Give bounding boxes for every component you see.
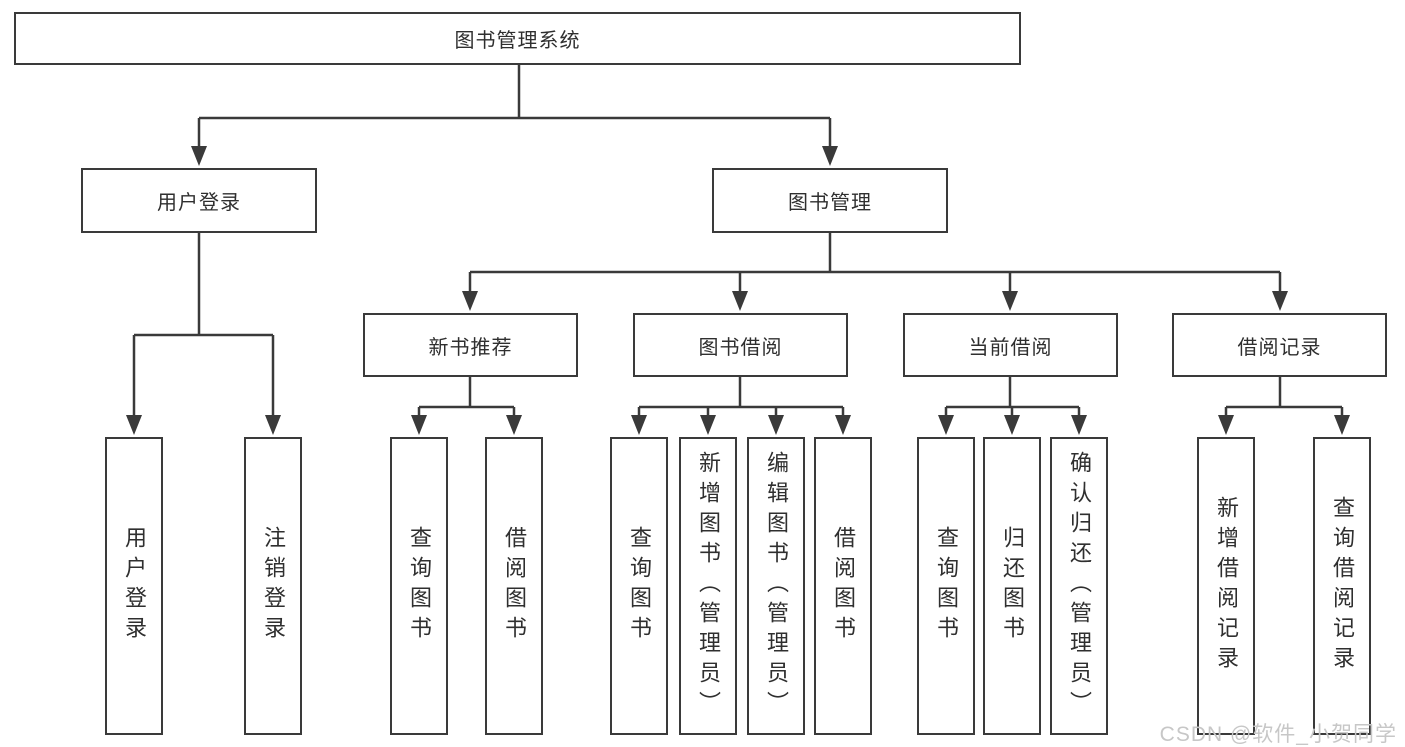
arrow-down-icon: [265, 415, 281, 435]
node-book-borrow-label: 图书借阅: [698, 336, 783, 359]
leaf-logout: 注销登录: [244, 437, 302, 735]
leaf-query-borrow-record-label: 查询借阅记录: [1330, 496, 1355, 676]
leaf-query-books-1-label: 查询图书: [407, 526, 432, 646]
node-new-book-recommend: 新书推荐: [363, 313, 578, 377]
leaf-add-book-admin: 新增图书（管理员）: [679, 437, 737, 735]
arrow-down-icon: [1218, 415, 1234, 435]
leaf-borrow-books-2: 借阅图书: [814, 437, 872, 735]
arrow-down-icon: [822, 146, 838, 166]
node-root: 图书管理系统: [14, 12, 1021, 65]
arrow-down-icon: [732, 291, 748, 311]
connector-root-to-level2: [197, 65, 832, 150]
connector-user-login-children: [132, 233, 275, 417]
leaf-query-books-1: 查询图书: [390, 437, 448, 735]
node-book-management-label: 图书管理: [788, 192, 872, 214]
node-borrow-records-label: 借阅记录: [1237, 336, 1322, 359]
connector-book-borrow-children: [637, 377, 845, 417]
leaf-user-login: 用户登录: [105, 437, 163, 735]
watermark: CSDN @软件_小贺同学: [1159, 723, 1397, 746]
node-new-book-recommend-label: 新书推荐: [428, 336, 513, 359]
arrow-down-icon: [126, 415, 142, 435]
leaf-edit-book-admin: 编辑图书（管理员）: [747, 437, 805, 735]
leaf-borrow-books-1: 借阅图书: [485, 437, 543, 735]
connector-book-mgmt-to-modules: [468, 233, 1282, 293]
node-borrow-records: 借阅记录: [1172, 313, 1387, 377]
node-book-borrow: 图书借阅: [633, 313, 848, 377]
leaf-query-books-3-label: 查询图书: [934, 526, 959, 646]
arrow-down-icon: [768, 415, 784, 435]
node-current-borrow: 当前借阅: [903, 313, 1118, 377]
leaf-user-login-label: 用户登录: [122, 526, 147, 646]
node-current-borrow-label: 当前借阅: [968, 336, 1053, 359]
arrow-down-icon: [700, 415, 716, 435]
arrow-down-icon: [506, 415, 522, 435]
arrow-down-icon: [191, 146, 207, 166]
connector-records-children: [1224, 377, 1344, 417]
leaf-query-books-2-label: 查询图书: [627, 526, 652, 646]
leaf-confirm-return-admin: 确认归还（管理员）: [1050, 437, 1108, 735]
node-user-login: 用户登录: [81, 168, 317, 233]
connector-current-borrow-children: [944, 377, 1081, 417]
connector-new-book-children: [417, 377, 516, 417]
arrow-down-icon: [1071, 415, 1087, 435]
arrow-down-icon: [1272, 291, 1288, 311]
leaf-add-borrow-record-label: 新增借阅记录: [1214, 496, 1239, 676]
node-user-login-label: 用户登录: [157, 192, 241, 214]
leaf-add-borrow-record: 新增借阅记录: [1197, 437, 1255, 735]
leaf-borrow-books-2-label: 借阅图书: [831, 526, 856, 646]
leaf-confirm-return-admin-label: 确认归还（管理员）: [1067, 451, 1092, 721]
leaf-return-book-label: 归还图书: [1000, 526, 1025, 646]
arrow-down-icon: [1334, 415, 1350, 435]
leaf-logout-label: 注销登录: [261, 526, 286, 646]
arrow-down-icon: [1002, 291, 1018, 311]
node-book-management: 图书管理: [712, 168, 948, 233]
leaf-query-books-3: 查询图书: [917, 437, 975, 735]
arrow-down-icon: [631, 415, 647, 435]
arrow-down-icon: [835, 415, 851, 435]
leaf-borrow-books-1-label: 借阅图书: [502, 526, 527, 646]
arrow-down-icon: [462, 291, 478, 311]
leaf-edit-book-admin-label: 编辑图书（管理员）: [764, 451, 789, 721]
node-root-label: 图书管理系统: [454, 30, 581, 52]
leaf-query-books-2: 查询图书: [610, 437, 668, 735]
leaf-return-book: 归还图书: [983, 437, 1041, 735]
arrow-down-icon: [411, 415, 427, 435]
arrow-down-icon: [938, 415, 954, 435]
arrow-down-icon: [1004, 415, 1020, 435]
leaf-add-book-admin-label: 新增图书（管理员）: [696, 451, 721, 721]
leaf-query-borrow-record: 查询借阅记录: [1313, 437, 1371, 735]
